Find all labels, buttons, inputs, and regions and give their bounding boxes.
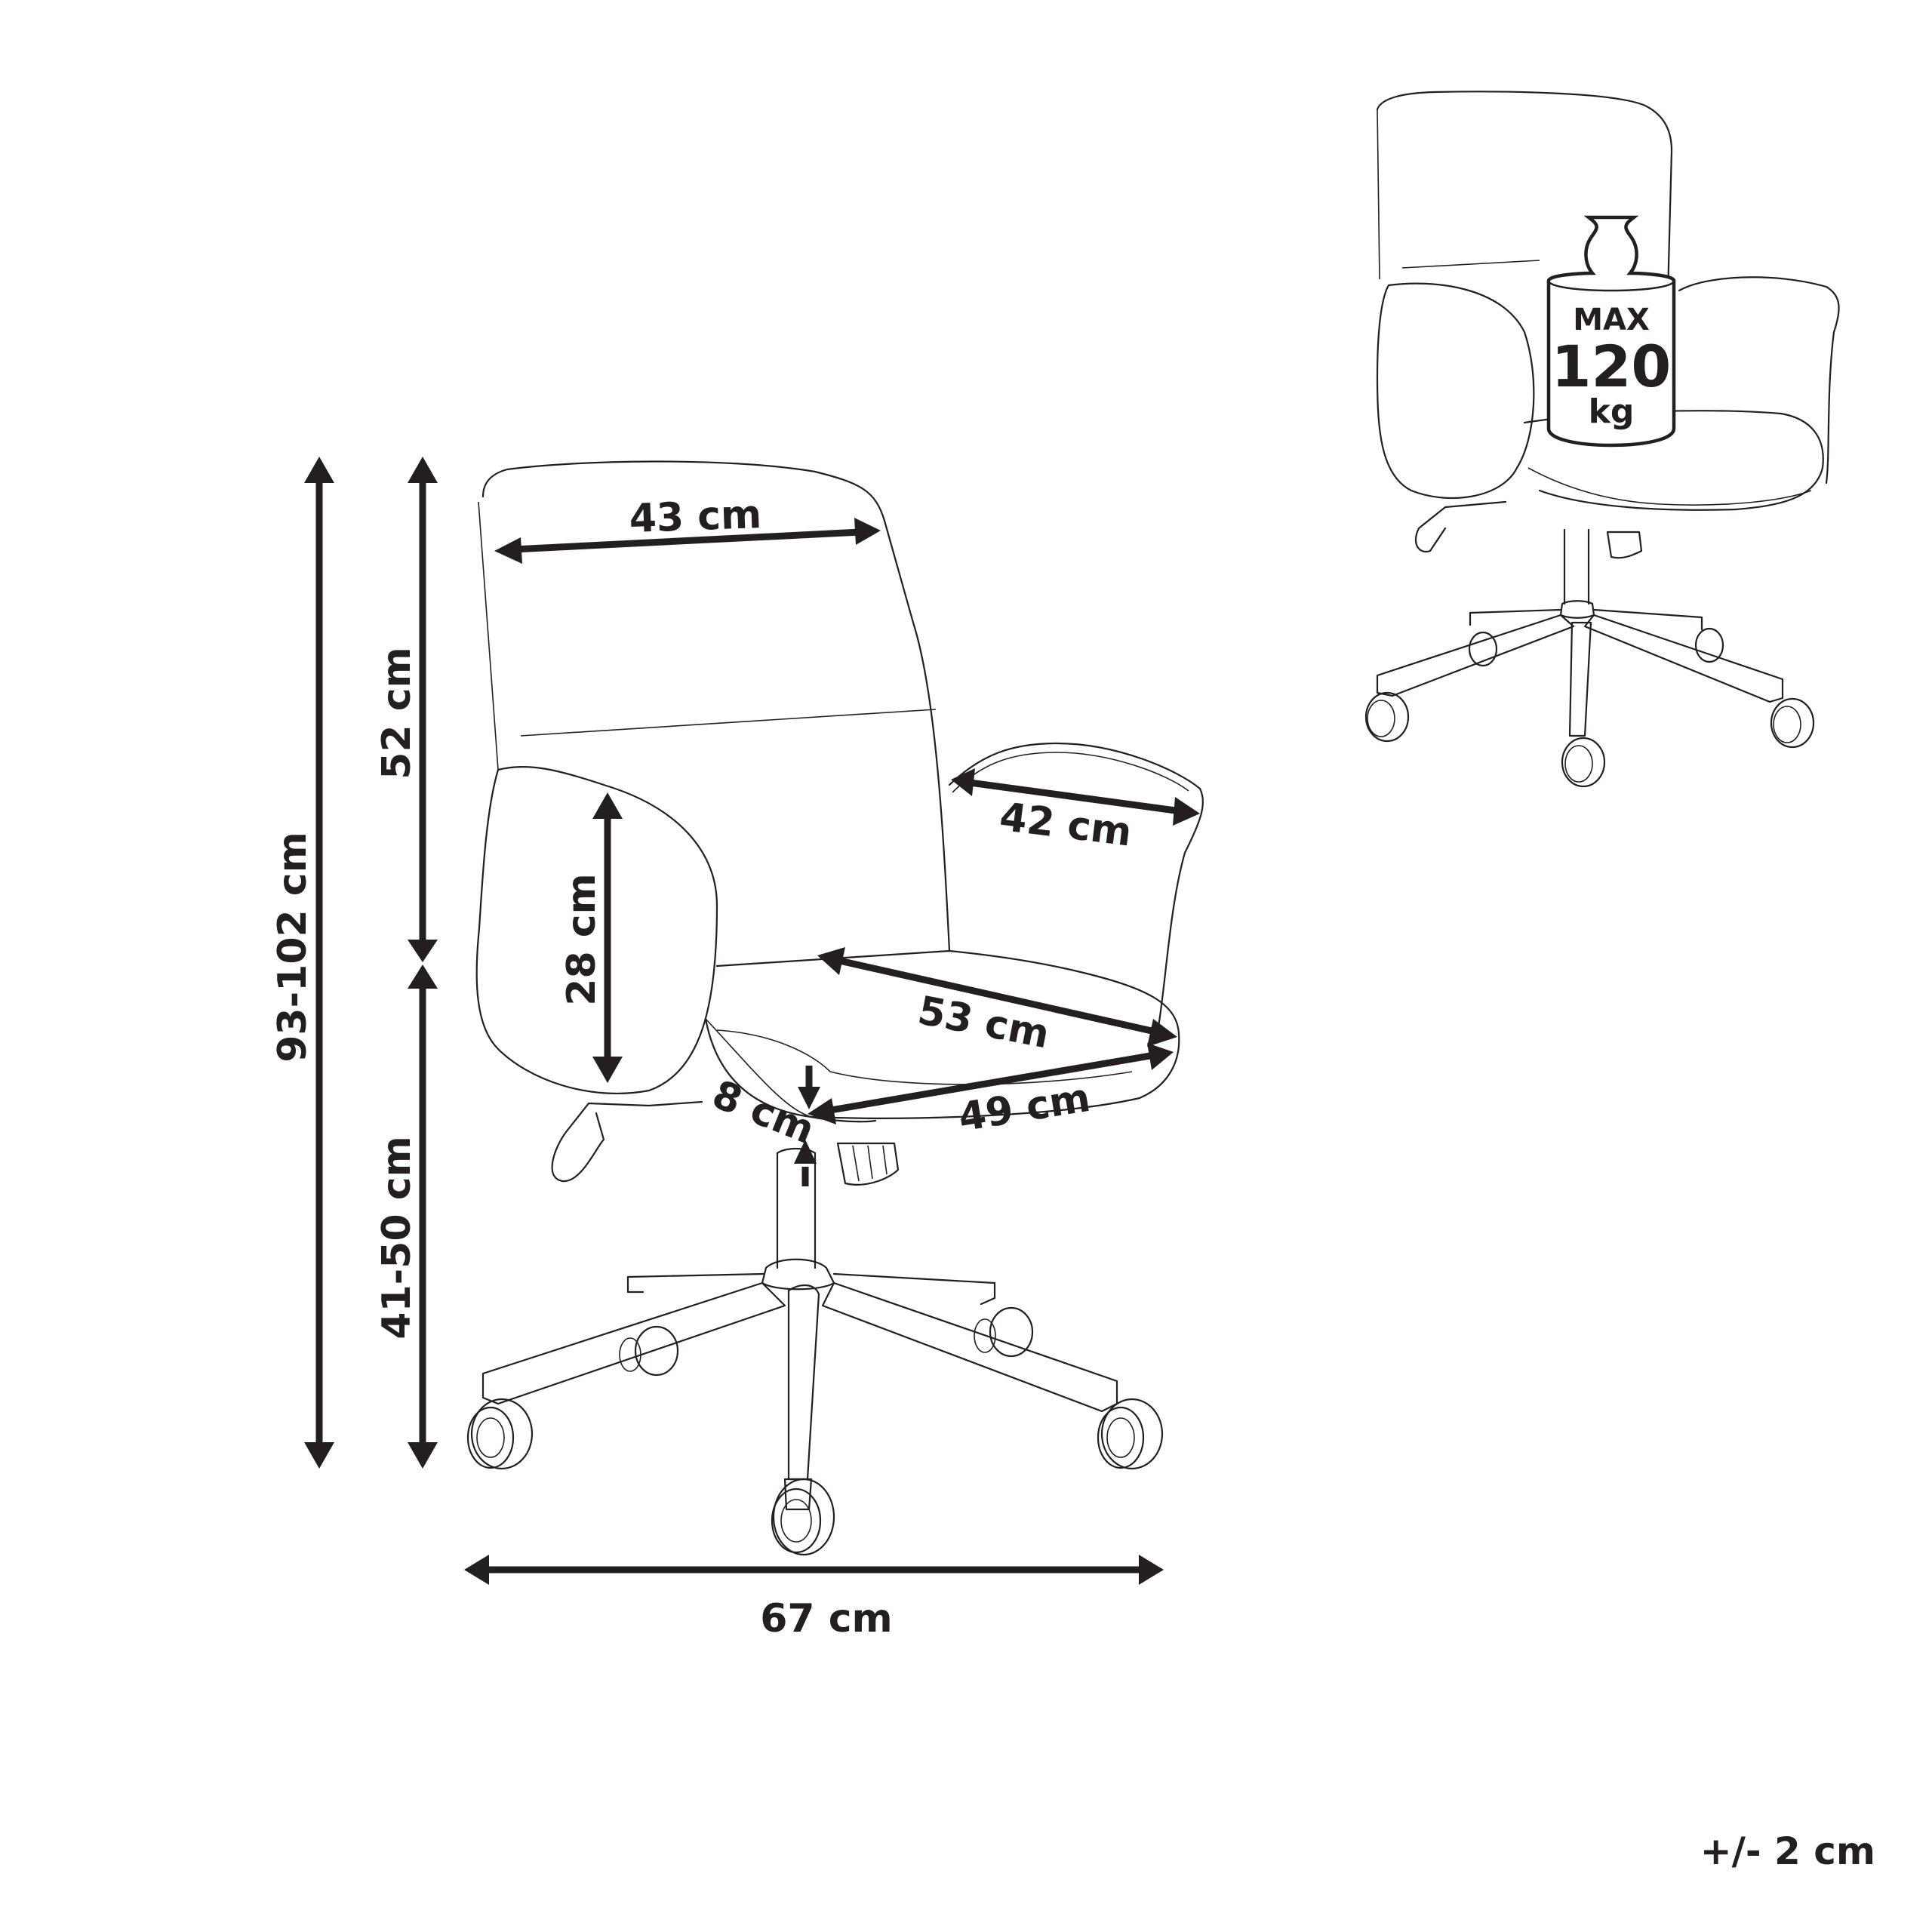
label-seat-height: 41-50 cm: [374, 1136, 420, 1339]
castor-back-right: [974, 1306, 1034, 1358]
dimension-armrest-height: [592, 792, 623, 1083]
max-weight-icon: MAX 120 kg: [1546, 215, 1676, 448]
label-armrest-height: 28 cm: [559, 873, 605, 1005]
dimension-seat-height: [408, 964, 438, 1469]
dimension-base-width: [464, 1555, 1164, 1585]
label-base-width: 67 cm: [760, 1596, 892, 1641]
castor-right: [1097, 1398, 1164, 1470]
castor-back-left: [619, 1325, 679, 1377]
dimension-seat-width: [808, 1043, 1174, 1124]
main-chair-drawing: [466, 460, 1204, 1556]
label-seat-depth: 53 cm: [914, 988, 1053, 1057]
dimension-total-height: [304, 457, 334, 1469]
label-total-height: 93-102 cm: [270, 832, 315, 1063]
castor-front: [771, 1478, 835, 1556]
label-seat-thickness: 8 cm: [706, 1072, 821, 1153]
label-backrest-height: 52 cm: [374, 647, 420, 779]
tolerance-note: +/- 2 cm: [1700, 1829, 1875, 1873]
weight-badge-value: 120: [1552, 333, 1672, 400]
label-backrest-width: 43 cm: [629, 492, 762, 542]
dimension-armrest-length: [951, 768, 1200, 826]
dimension-seat-depth: [817, 947, 1177, 1047]
weight-badge-max: MAX: [1573, 303, 1650, 337]
weight-badge-unit: kg: [1589, 392, 1635, 431]
dimension-backrest-height: [408, 457, 438, 962]
dimension-backrest-width: [494, 518, 881, 564]
dimension-seat-thickness: [794, 1066, 820, 1186]
castor-left: [466, 1398, 534, 1470]
